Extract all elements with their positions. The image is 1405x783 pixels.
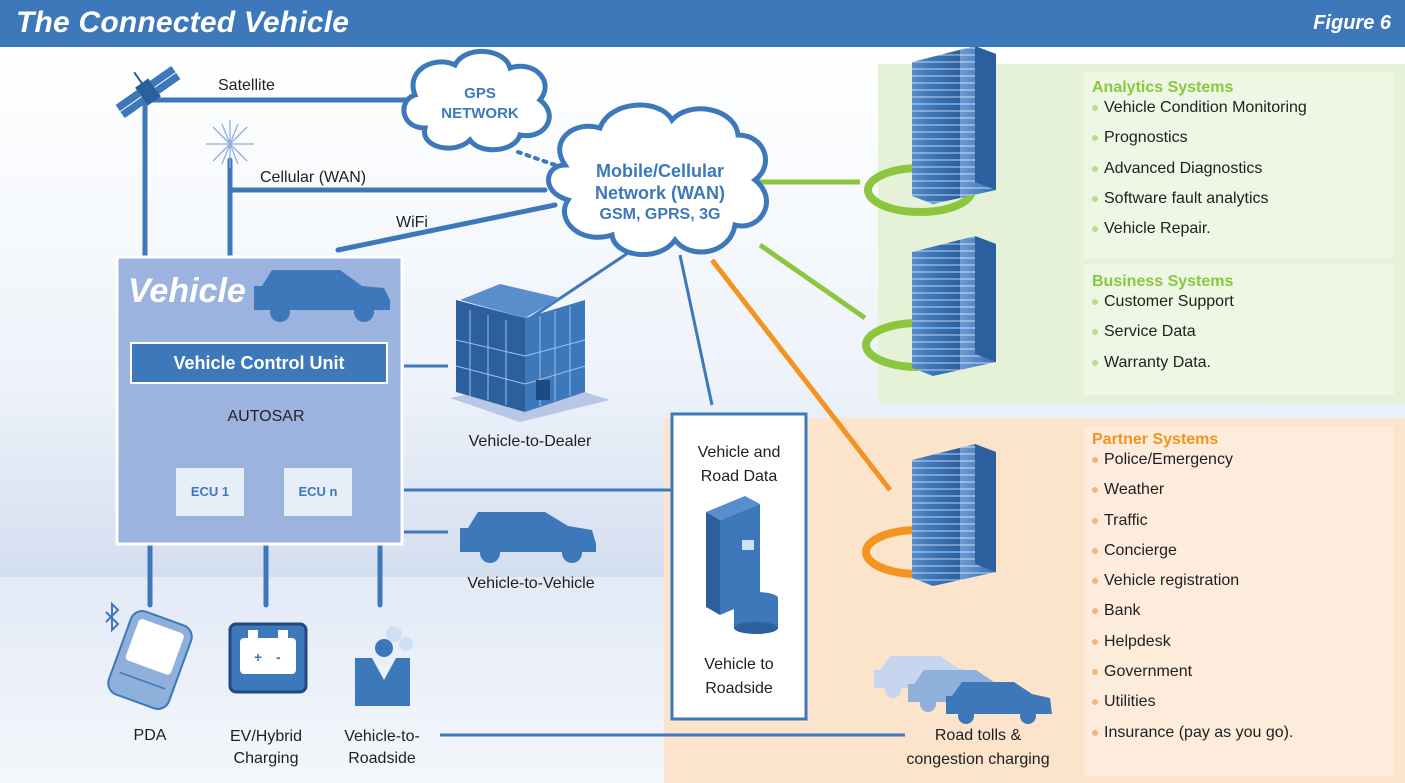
list-item: Insurance (pay as you go). <box>1092 723 1392 743</box>
road-tolls-label: Road tolls & congestion charging <box>888 724 1068 772</box>
satellite-icon <box>115 65 181 119</box>
mobile-cloud-line3: GSM, GPRS, 3G <box>599 206 721 223</box>
list-item: Service Data <box>1092 322 1392 342</box>
pda-icon <box>105 601 193 710</box>
ecu-n-box: ECU n <box>284 468 352 516</box>
roadside-unit-icon <box>706 496 778 634</box>
list-item: Warranty Data. <box>1092 353 1392 373</box>
analytics-server-icon <box>864 46 996 216</box>
figure-title: The Connected Vehicle <box>16 6 350 39</box>
partner-systems-panel: Partner Systems Police/Emergency Weather… <box>1092 430 1392 753</box>
v2v-car-icon <box>460 512 596 563</box>
list-item: Vehicle registration <box>1092 571 1392 591</box>
header-bar: The Connected Vehicle Figure 6 <box>0 0 1405 47</box>
gps-cloud-line2: NETWORK <box>441 105 519 122</box>
analytics-title: Analytics Systems <box>1092 79 1234 96</box>
ev-charging-label: EV/Hybrid Charging <box>216 726 316 770</box>
svg-text:-: - <box>276 649 281 665</box>
list-item: Advanced Diagnostics <box>1092 159 1392 179</box>
ev-line2: Charging <box>233 750 299 767</box>
vehicle-to-roadside-label: Vehicle-to- Roadside <box>332 726 432 770</box>
v2r-line2: Roadside <box>348 750 416 767</box>
satellite-label: Satellite <box>218 77 275 94</box>
toll-cars-icon <box>874 656 1052 724</box>
figure-number: Figure 6 <box>1313 12 1391 34</box>
business-systems-panel: Business Systems Customer Support Servic… <box>1092 272 1392 383</box>
list-item: Concierge <box>1092 541 1392 561</box>
list-item: Bank <box>1092 601 1392 621</box>
gps-cloud <box>401 49 552 153</box>
tolls-line1: Road tolls & <box>934 727 1022 744</box>
list-item: Utilities <box>1092 692 1392 712</box>
vehicle-to-dealer-label: Vehicle-to-Dealer <box>468 433 592 450</box>
dealer-building-icon <box>450 284 610 422</box>
vehicle-control-unit: Vehicle Control Unit <box>130 342 388 384</box>
road-data-line2: Road Data <box>700 468 778 485</box>
analytics-list: Vehicle Condition Monitoring Prognostics… <box>1092 98 1392 239</box>
mobile-cloud-label: Mobile/Cellular Network (WAN) GSM, GPRS,… <box>570 160 750 226</box>
list-item: Government <box>1092 662 1392 682</box>
cell-tower-icon <box>206 120 254 168</box>
business-server-icon <box>862 236 996 376</box>
road-data-line1: Vehicle and <box>697 444 781 461</box>
list-item: Weather <box>1092 480 1392 500</box>
pda-label: PDA <box>133 727 167 744</box>
roadside-box-line1: Vehicle to <box>704 656 774 673</box>
ev-charging-icon: + - <box>228 622 308 694</box>
list-item: Prognostics <box>1092 128 1392 148</box>
list-item: Software fault analytics <box>1092 189 1392 209</box>
list-item: Helpdesk <box>1092 632 1392 652</box>
vehicle-title: Vehicle <box>128 272 246 310</box>
mobile-cloud <box>546 102 769 257</box>
bluetooth-icon <box>105 601 120 633</box>
road-data-label: Vehicle and Road Data <box>672 441 806 489</box>
vehicle-to-vehicle-label: Vehicle-to-Vehicle <box>467 575 595 592</box>
list-item: Traffic <box>1092 511 1392 531</box>
svg-text:+: + <box>254 649 262 665</box>
roadside-box-line2: Roadside <box>705 680 773 697</box>
business-title: Business Systems <box>1092 273 1234 290</box>
v2r-line1: Vehicle-to- <box>344 728 420 745</box>
tolls-line2: congestion charging <box>906 751 1050 768</box>
partner-list: Police/Emergency Weather Traffic Concier… <box>1092 450 1392 743</box>
mobile-cloud-line1: Mobile/Cellular <box>595 161 725 181</box>
gps-cloud-label: GPS NETWORK <box>432 84 528 124</box>
analytics-systems-panel: Analytics Systems Vehicle Condition Moni… <box>1092 78 1392 249</box>
list-item: Vehicle Repair. <box>1092 219 1392 239</box>
list-item: Police/Emergency <box>1092 450 1392 470</box>
autosar-label: AUTOSAR <box>227 408 305 425</box>
cellular-label: Cellular (WAN) <box>260 169 367 186</box>
wifi-label: WiFi <box>396 214 428 231</box>
list-item: Vehicle Condition Monitoring <box>1092 98 1392 118</box>
ev-line1: EV/Hybrid <box>229 728 303 745</box>
mobile-cloud-line2: Network (WAN) <box>595 183 725 203</box>
gps-cloud-line1: GPS <box>464 85 496 102</box>
list-item: Customer Support <box>1092 292 1392 312</box>
roadside-beacon-icon <box>355 616 413 706</box>
vehicle-to-roadside-box-label: Vehicle to Roadside <box>672 653 806 701</box>
ecu-1-box: ECU 1 <box>176 468 244 516</box>
partner-server-icon <box>862 444 996 586</box>
vehicle-car-icon <box>254 270 390 322</box>
partner-title: Partner Systems <box>1092 431 1219 448</box>
business-list: Customer Support Service Data Warranty D… <box>1092 292 1392 373</box>
